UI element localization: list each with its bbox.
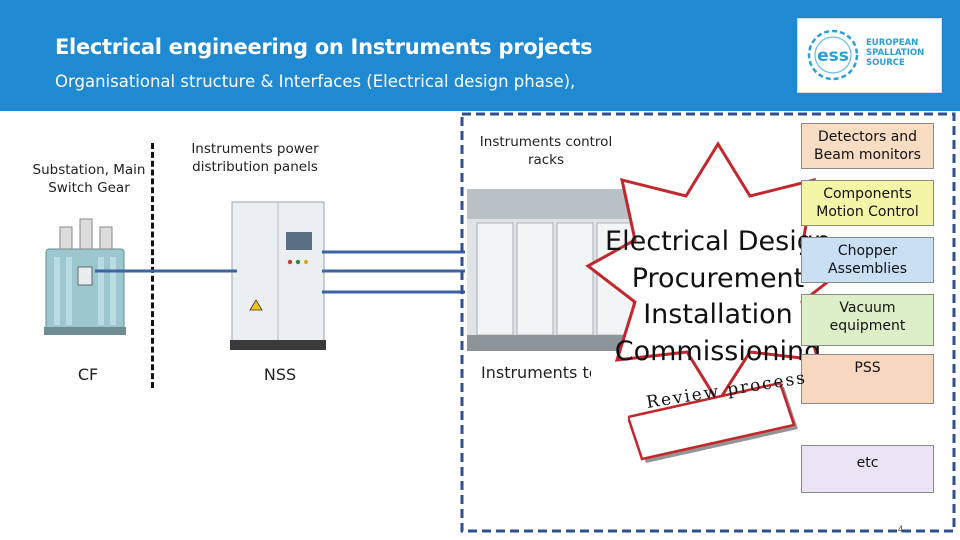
ess-logo: ess EUROPEAN SPALLATION SOURCE: [797, 18, 942, 93]
box-etc: etc: [801, 445, 934, 493]
separator-line: [151, 143, 154, 388]
ess-logo-mark: ess: [807, 29, 859, 81]
svg-text:ess: ess: [817, 46, 849, 66]
racks-label: Instruments control racks: [479, 134, 613, 168]
review-banner: [628, 381, 798, 463]
substation-label: Substation, Main Switch Gear: [32, 162, 146, 196]
distribution-panel-image: [230, 201, 326, 350]
ess-logo-text: EUROPEAN SPALLATION SOURCE: [866, 38, 925, 68]
box-chopper: Chopper Assemblies: [801, 237, 934, 283]
box-pss: PSS: [801, 354, 934, 404]
panels-label: Instruments power distribution panels: [191, 141, 319, 175]
box-vacuum: Vacuum equipment: [801, 294, 934, 346]
star-line-installation: Installation: [643, 299, 793, 330]
star-line-commissioning: Commissioning: [614, 335, 822, 367]
box-detectors: Detectors and Beam monitors: [801, 123, 934, 169]
star-text: Electrical Design Procurement Installati…: [598, 224, 838, 370]
page-number: 4: [898, 524, 904, 534]
instruments-scope-border: [460, 112, 956, 533]
cf-label: CF: [77, 365, 99, 384]
box-motion-control: Components Motion Control: [801, 180, 934, 226]
slide-subtitle: Organisational structure & Interfaces (E…: [55, 72, 576, 91]
star-line-procurement: Procurement: [631, 262, 805, 294]
team-label: Instruments team: [481, 364, 591, 382]
star-line-design: Electrical Design: [605, 226, 831, 257]
slide-title: Electrical engineering on Instruments pr…: [55, 35, 593, 59]
nss-label: NSS: [263, 365, 297, 384]
